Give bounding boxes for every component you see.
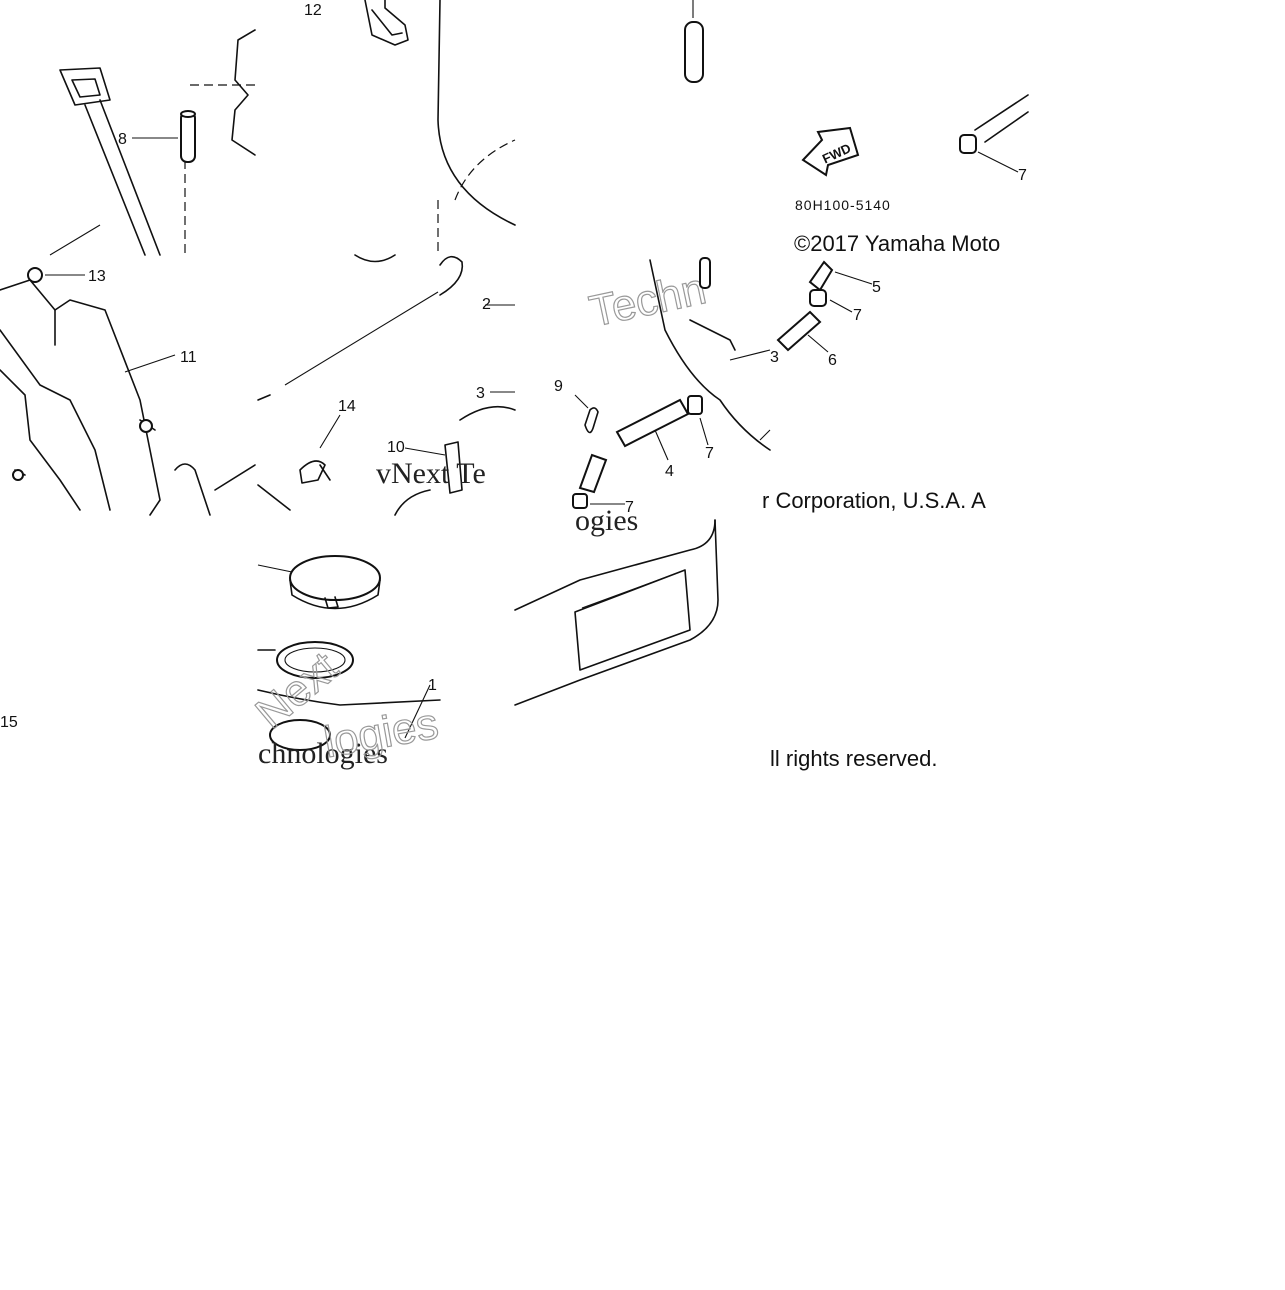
callout-7-top: 7 [1018, 167, 1027, 184]
callout-4: 4 [665, 463, 674, 480]
watermark-text-6: logies [320, 699, 442, 767]
copyright-line-1: ©2017 Yamaha Moto [794, 231, 1000, 256]
hose-assembly: Techn 9 7 4 7 ogies [554, 264, 714, 537]
diagram-code: 80H100-5140 [795, 197, 891, 213]
callout-3: 3 [476, 385, 485, 402]
callout-9: 9 [554, 378, 563, 395]
fuel-tank-side-view: 13 11 [0, 267, 256, 516]
callout-7-b: 7 [625, 499, 634, 516]
tank-rear-section: 3 [649, 257, 779, 451]
bracket-outline [184, 29, 256, 255]
fittings-right: 5 7 6 r Corporation, U.S.A. A [762, 260, 986, 513]
fuel-cap-assembly: 1 Next chnologies logies [246, 555, 443, 770]
watermark-text-4: chnologies [258, 737, 388, 770]
copyright-line-3: ll rights reserved. [770, 746, 938, 771]
copyright-line-2: r Corporation, U.S.A. A [762, 488, 986, 513]
callout-1: 1 [428, 677, 437, 694]
callout-12: 12 [304, 2, 322, 19]
vent-hose-top-right: 7 [959, 94, 1029, 184]
callout-3-right: 3 [770, 349, 779, 366]
watermark-text-1: Techn [585, 264, 710, 336]
callout-2: 2 [482, 296, 491, 313]
tank-top-outline: 12 [304, 0, 516, 263]
callout-15: 15 [0, 714, 18, 731]
tank-lower-shell [514, 519, 719, 706]
callout-11: 11 [180, 349, 197, 366]
callout-8: 8 [118, 131, 127, 148]
watermark-text-3: ogies [575, 504, 638, 537]
callout-10: 10 [387, 439, 405, 456]
callout-6: 6 [828, 352, 837, 369]
callout-14: 14 [338, 398, 356, 415]
watermark-text-2: vNext Te [376, 457, 486, 490]
callout-7-c: 7 [853, 307, 862, 324]
forward-arrow-icon: FWD [801, 126, 860, 177]
fuel-tank-strap [49, 67, 161, 256]
callout-5: 5 [872, 279, 881, 296]
callout-13: 13 [88, 268, 106, 285]
tank-body-center: 2 3 14 10 vNext Te [257, 255, 516, 516]
breather-hose-top [684, 0, 704, 83]
collar-part-8: 8 [118, 110, 196, 163]
callout-7-a: 7 [705, 445, 714, 462]
